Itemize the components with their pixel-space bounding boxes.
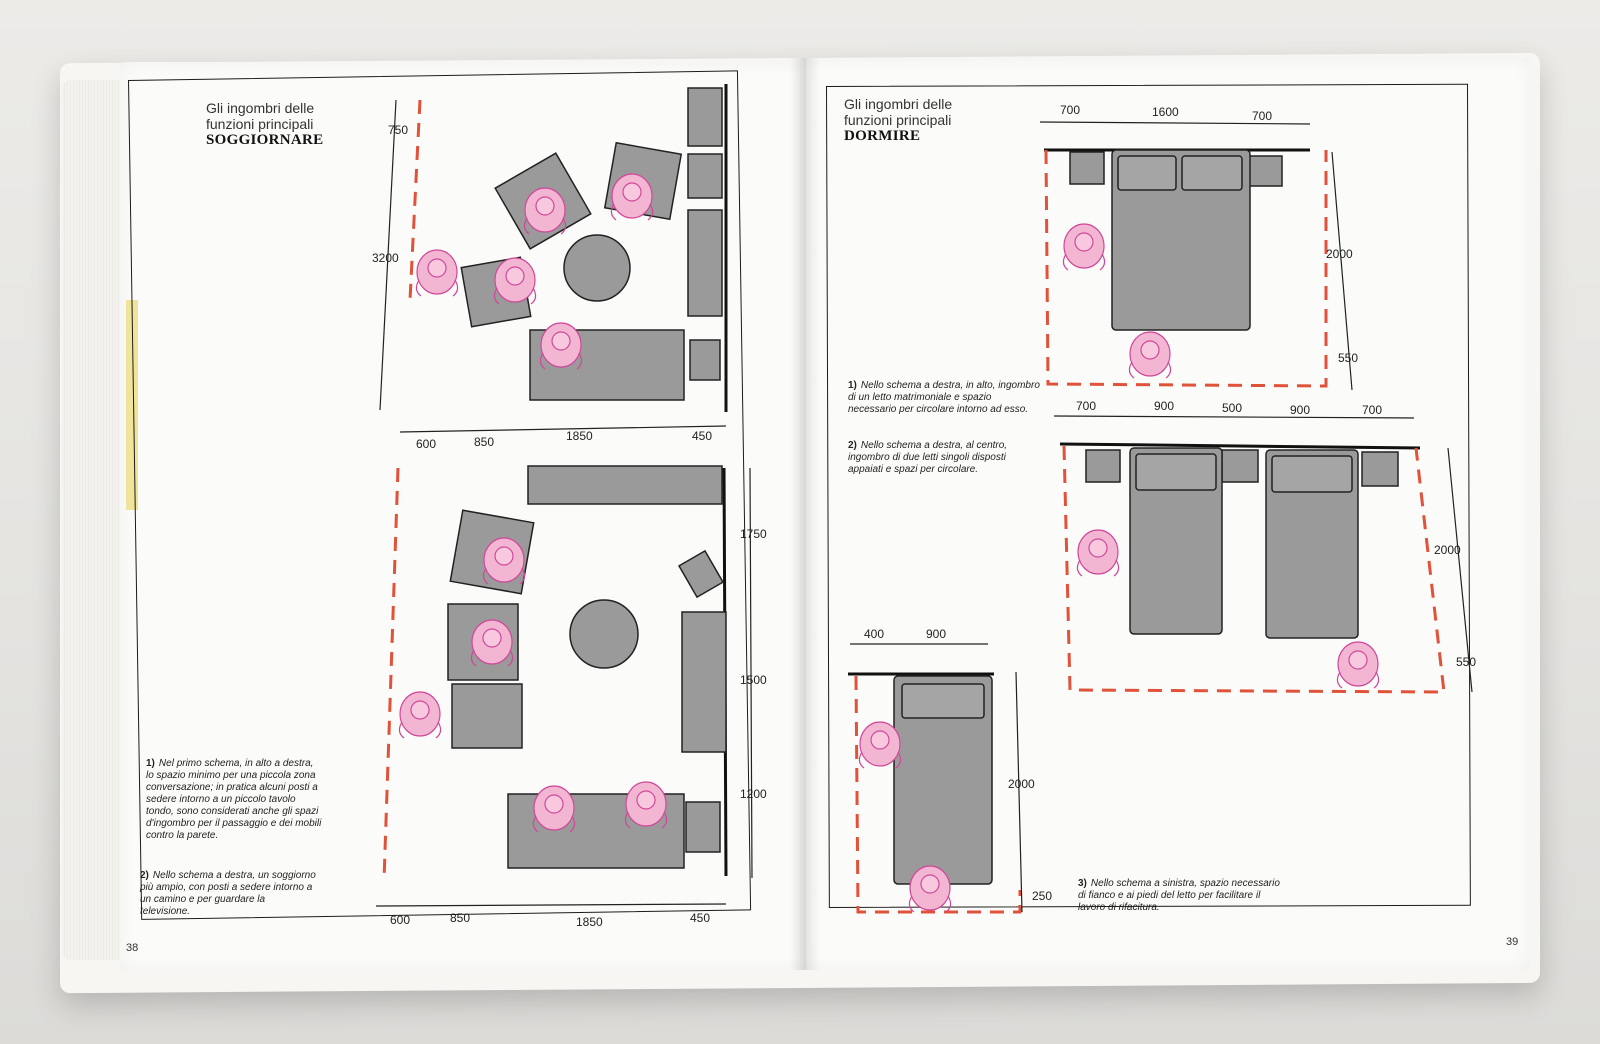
left-caption-1-num: 1) — [146, 758, 155, 769]
right-caption-2-num: 2) — [848, 440, 857, 451]
living-room-plan-small: 750 3200 600 850 1850 450 — [372, 84, 728, 451]
left-title-line2: funzioni principali — [206, 116, 314, 132]
dim-double-v1: 2000 — [1326, 247, 1353, 261]
dim-large-h2: 850 — [450, 911, 470, 925]
left-title-line1: Gli ingombri delle — [206, 100, 315, 116]
dim-single-v2: 250 — [1032, 889, 1052, 903]
right-caption-1-text: Nello schema a destra, in alto, ingombro… — [848, 380, 1040, 415]
dim-double-h2: 1600 — [1152, 105, 1179, 119]
dim-large-h1: 600 — [390, 913, 410, 927]
dim-single-v1: 2000 — [1008, 777, 1035, 791]
book-gutter — [790, 58, 820, 970]
dim-twin-h1: 700 — [1076, 399, 1096, 413]
dim-double-h1: 700 — [1060, 103, 1080, 117]
dim-small-h2: 850 — [474, 435, 494, 449]
right-caption-2: 2)Nello schema a destra, al centro, ingo… — [848, 440, 1040, 476]
dim-twin-v1: 2000 — [1434, 543, 1461, 557]
dim-single-h1: 400 — [864, 627, 884, 641]
dim-small-h4: 450 — [692, 429, 712, 443]
dim-large-v2: 1500 — [740, 673, 767, 687]
dim-large-v1: 1750 — [740, 527, 767, 541]
left-page-number: 38 — [126, 942, 139, 954]
right-caption-3-num: 3) — [1078, 878, 1087, 889]
left-title-bold: SOGGIORNARE — [206, 132, 324, 148]
left-caption-1-text: Nel primo schema, in alto a destra, lo s… — [146, 758, 322, 841]
right-caption-2-text: Nello schema a destra, al centro, ingomb… — [848, 440, 1008, 475]
dim-double-v2: 550 — [1338, 351, 1358, 365]
dim-large-v3: 1200 — [740, 787, 767, 801]
right-caption-3-text: Nello schema a sinistra, spazio necessar… — [1078, 878, 1280, 913]
dim-small-h3: 1850 — [566, 429, 593, 443]
living-room-plan-large: 1750 1500 1200 600 850 1850 450 — [375, 465, 767, 929]
right-caption-3: 3)Nello schema a sinistra, spazio necess… — [1078, 878, 1288, 914]
dim-large-h4: 450 — [690, 911, 710, 925]
page-edges — [62, 80, 122, 960]
right-page-title: Gli ingombri delle funzioni principali D… — [844, 96, 952, 144]
twin-beds-plan: 700 900 500 900 700 2000 550 — [1053, 399, 1476, 694]
dim-small-v2: 3200 — [372, 251, 399, 265]
left-page-title: Gli ingombri delle funzioni principali S… — [206, 100, 324, 148]
dim-small-h1: 600 — [416, 437, 436, 451]
left-caption-2: 2)Nello schema a destra, un soggiorno pi… — [140, 870, 316, 918]
dim-double-h3: 700 — [1252, 109, 1272, 123]
dim-twin-h2: 900 — [1154, 399, 1174, 413]
dim-twin-h3: 500 — [1222, 401, 1242, 415]
bookmark-ribbon — [126, 300, 138, 510]
right-title-bold: DORMIRE — [844, 128, 921, 144]
dim-large-h3: 1850 — [576, 915, 603, 929]
dim-small-v1: 750 — [388, 123, 408, 137]
right-caption-1: 1)Nello schema a destra, in alto, ingomb… — [848, 380, 1040, 416]
right-title-line1: Gli ingombri delle — [844, 96, 953, 112]
left-caption-1: 1)Nel primo schema, in alto a destra, lo… — [146, 758, 322, 842]
dim-twin-h5: 700 — [1362, 403, 1382, 417]
left-caption-2-num: 2) — [140, 870, 149, 881]
dim-twin-h4: 900 — [1290, 403, 1310, 417]
left-caption-2-text: Nello schema a destra, un soggiorno più … — [140, 870, 316, 917]
dim-twin-v2: 550 — [1456, 655, 1476, 669]
right-page-number: 39 — [1506, 936, 1519, 948]
right-title-line2: funzioni principali — [844, 112, 952, 128]
single-bed-plan: 400 900 2000 250 — [848, 627, 1052, 914]
right-caption-1-num: 1) — [848, 380, 857, 391]
dim-single-h2: 900 — [926, 627, 946, 641]
double-bed-plan: 700 1600 700 2000 550 — [1039, 103, 1358, 391]
